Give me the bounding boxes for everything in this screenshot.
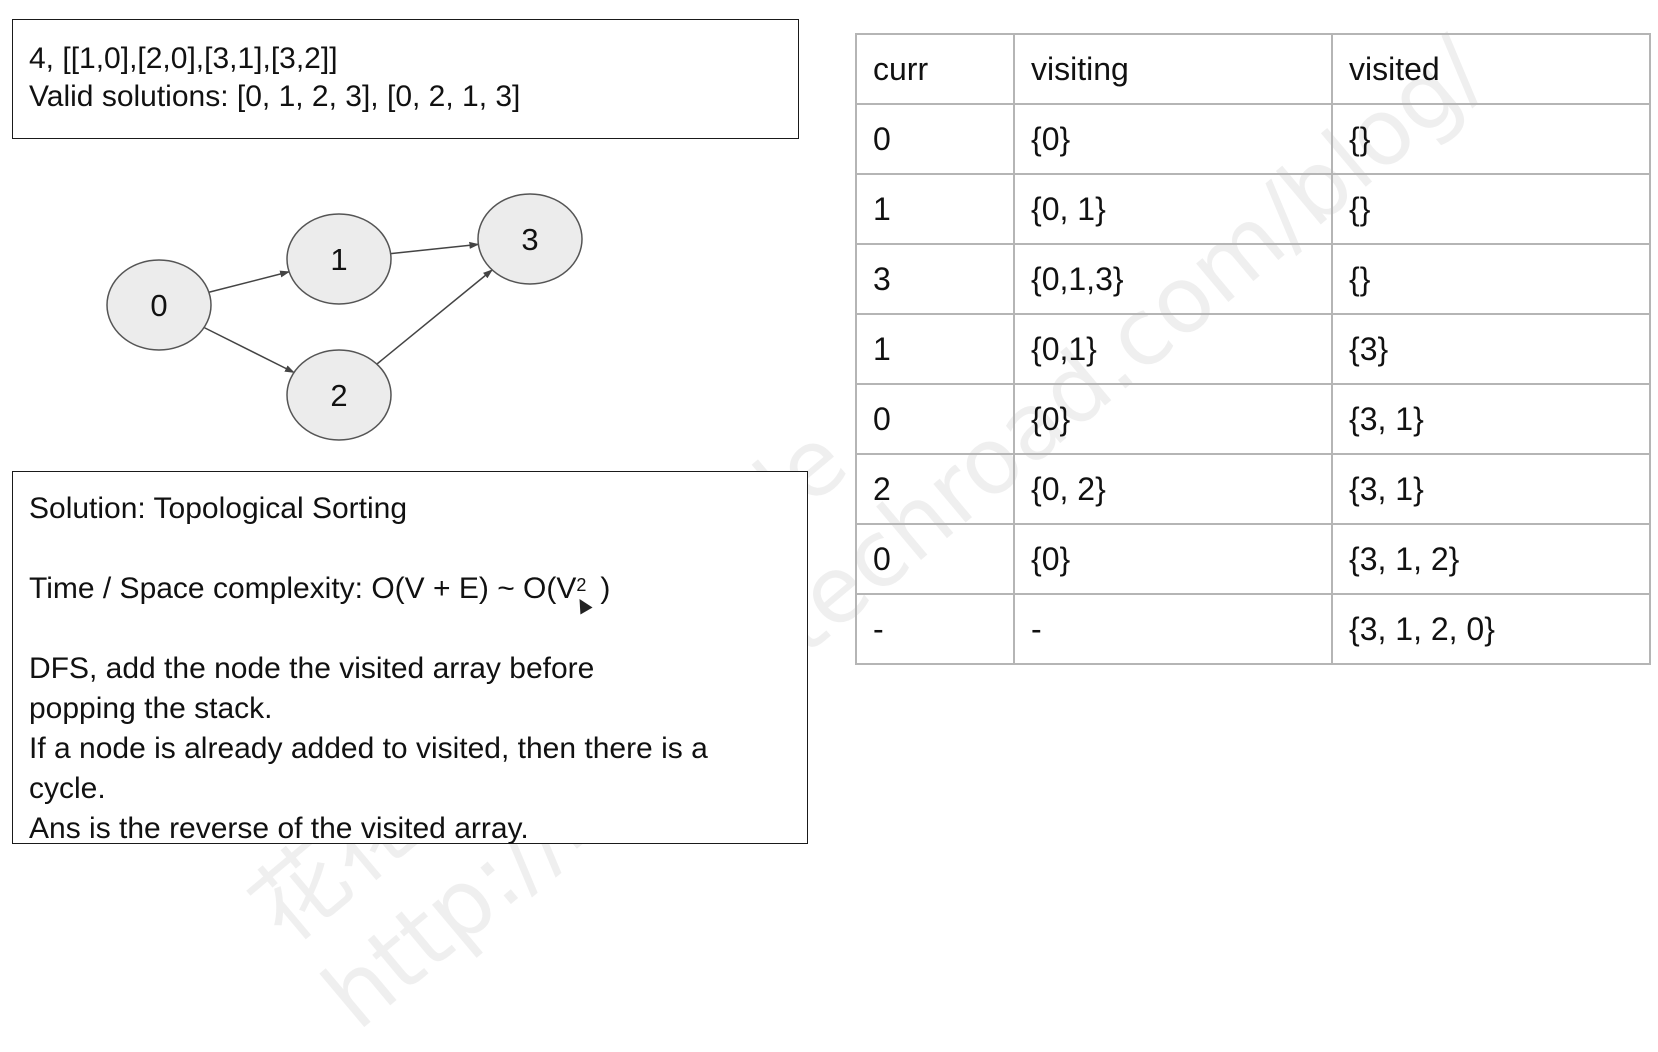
table-header-row: curr visiting visited (855, 33, 1651, 105)
cell-visited: {3} (1331, 313, 1651, 385)
table-row: 3 {0,1,3} {} (855, 243, 1651, 315)
table-row: 0 {0} {3, 1} (855, 383, 1651, 455)
solution-title: Solution: Topological Sorting (29, 492, 408, 525)
cell-visiting: {0} (1013, 523, 1333, 595)
cell-curr: 0 (855, 383, 1015, 455)
table-row: 1 {0, 1} {} (855, 173, 1651, 245)
complexity-suffix: ) (600, 572, 611, 605)
cell-visiting: {0} (1013, 103, 1333, 175)
table-row: - - {3, 1, 2, 0} (855, 593, 1651, 665)
edge-2-to-3 (376, 269, 493, 365)
graph-edges (203, 241, 493, 374)
edge-1-to-3 (390, 241, 480, 255)
dfs-line-1: DFS, add the node the visited array befo… (29, 652, 595, 685)
cell-visiting: {0, 2} (1013, 453, 1333, 525)
graph-node-3: 3 (477, 193, 583, 285)
cell-visiting: {0} (1013, 383, 1333, 455)
cell-curr: - (855, 593, 1015, 665)
complexity-exponent: 2 (576, 575, 587, 595)
graph-node-0: 0 (106, 259, 212, 351)
node-circle (106, 259, 212, 351)
cell-visiting: - (1013, 593, 1333, 665)
node-label: 1 (330, 242, 347, 277)
input-line: 4, [[1,0],[2,0],[3,1],[3,2]] (29, 42, 338, 75)
node-circle (286, 213, 392, 305)
dependency-graph: 0 1 2 3 (106, 193, 583, 441)
cell-visited: {3, 1} (1331, 453, 1651, 525)
cycle-line-1: If a node is already added to visited, t… (29, 732, 708, 765)
cell-curr: 0 (855, 523, 1015, 595)
dfs-line-2: popping the stack. (29, 692, 273, 725)
header-visited: visited (1331, 33, 1651, 105)
table-row: 2 {0, 2} {3, 1} (855, 453, 1651, 525)
header-curr: curr (855, 33, 1015, 105)
answer-line: Ans is the reverse of the visited array. (29, 812, 529, 845)
table-row: 0 {0} {} (855, 103, 1651, 175)
cell-curr: 1 (855, 173, 1015, 245)
table-row: 1 {0,1} {3} (855, 313, 1651, 385)
cycle-line-2: cycle. (29, 772, 106, 805)
cell-visiting: {0, 1} (1013, 173, 1333, 245)
graph-nodes: 0 1 2 3 (106, 193, 583, 441)
cell-curr: 3 (855, 243, 1015, 315)
edge-0-to-1 (208, 270, 291, 293)
cell-visiting: {0,1,3} (1013, 243, 1333, 315)
complexity-prefix: Time / Space complexity: O(V + E) ~ O(V (29, 572, 577, 605)
graph-node-2: 2 (286, 349, 392, 441)
cell-visited: {} (1331, 103, 1651, 175)
dfs-state-table: curr visiting visited 0 {0} {} 1 {0, 1} … (855, 33, 1651, 665)
cell-curr: 0 (855, 103, 1015, 175)
cell-visiting: {0,1} (1013, 313, 1333, 385)
node-label: 3 (521, 222, 538, 257)
cell-visited: {} (1331, 243, 1651, 315)
cell-visited: {3, 1} (1331, 383, 1651, 455)
cell-curr: 1 (855, 313, 1015, 385)
node-label: 2 (330, 378, 347, 413)
cell-visited: {} (1331, 173, 1651, 245)
table-row: 0 {0} {3, 1, 2} (855, 523, 1651, 595)
solution-box: Solution: Topological Sorting Time / Spa… (12, 471, 808, 845)
cell-visited: {3, 1, 2, 0} (1331, 593, 1651, 665)
cell-curr: 2 (855, 453, 1015, 525)
problem-input-box: 4, [[1,0],[2,0],[3,1],[3,2]] Valid solut… (12, 19, 799, 139)
node-label: 0 (150, 288, 167, 323)
header-visiting: visiting (1013, 33, 1333, 105)
valid-solutions-line: Valid solutions: [0, 1, 2, 3], [0, 2, 1,… (29, 80, 521, 113)
graph-node-1: 1 (286, 213, 392, 305)
complexity-line: Time / Space complexity: O(V + E) ~ O(V2… (29, 569, 791, 615)
node-circle (286, 349, 392, 441)
node-circle (477, 193, 583, 285)
edge-0-to-2 (203, 326, 295, 374)
cell-visited: {3, 1, 2} (1331, 523, 1651, 595)
